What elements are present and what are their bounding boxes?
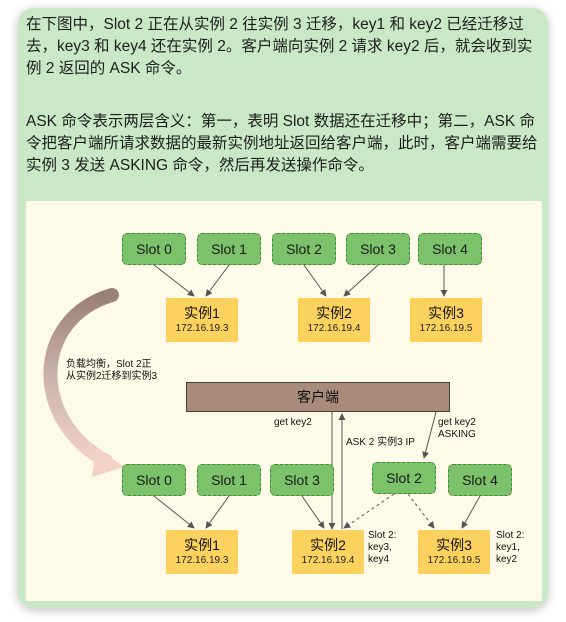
bottom-slot-3: Slot 3 bbox=[270, 464, 334, 496]
migration-note-line1: 负载均衡，Slot 2正 bbox=[66, 359, 152, 370]
ask-explanation-paragraph: ASK 命令表示两层含义：第一，表明 Slot 数据还在迁移中；第二，ASK 命… bbox=[26, 113, 538, 174]
bottom-slot-0: Slot 0 bbox=[122, 464, 186, 496]
instance2-slot2-note-line1: Slot 2: bbox=[368, 530, 397, 541]
instance2-slot2-note-line2: key3, bbox=[368, 542, 392, 553]
top-slot0-to-instance1 bbox=[153, 264, 195, 297]
instance-name: 实例3 bbox=[436, 537, 472, 553]
top-instance-1: 实例1 172.16.19.3 bbox=[166, 298, 238, 342]
content-card: 在下图中，Slot 2 正在从实例 2 往实例 3 迁移，key1 和 key2… bbox=[18, 8, 548, 608]
top-slot-0: Slot 0 bbox=[122, 233, 186, 265]
bottom-slot-4: Slot 4 bbox=[448, 464, 512, 496]
top-slot-2: Slot 2 bbox=[272, 233, 336, 265]
bottom-slot1-to-instance1 bbox=[205, 495, 230, 529]
bottom-slot-1: Slot 1 bbox=[197, 464, 261, 496]
migration-curve-arrow bbox=[43, 288, 119, 468]
asking-label-line1: get key2 bbox=[438, 417, 476, 428]
bottom-instance-1: 实例1 172.16.19.3 bbox=[166, 530, 238, 574]
instance-ip: 172.16.19.3 bbox=[175, 555, 229, 566]
top-slot-3: Slot 3 bbox=[346, 233, 410, 265]
instance-ip: 172.16.19.5 bbox=[419, 323, 473, 334]
connector-layer bbox=[43, 264, 481, 530]
instance3-slot2-note-line2: key1, bbox=[496, 542, 520, 553]
asking-label-line2: ASKING bbox=[438, 429, 476, 440]
top-instance-2: 实例2 172.16.19.4 bbox=[298, 298, 370, 342]
top-slot-1: Slot 1 bbox=[197, 233, 261, 265]
ask-reply-label: ASK 2 实例3 IP bbox=[346, 437, 415, 448]
instance-ip: 172.16.19.5 bbox=[427, 555, 481, 566]
top-slot2-to-instance2 bbox=[303, 264, 327, 297]
instance3-slot2-note-line3: key2 bbox=[496, 554, 518, 565]
intro-paragraph: 在下图中，Slot 2 正在从实例 2 往实例 3 迁移，key1 和 key2… bbox=[26, 16, 533, 77]
bottom-instance-2: 实例2 172.16.19.4 bbox=[292, 530, 364, 574]
instance-ip: 172.16.19.4 bbox=[307, 323, 361, 334]
instance-name: 实例3 bbox=[428, 305, 464, 321]
instance-ip: 172.16.19.3 bbox=[175, 323, 229, 334]
migration-note-line2: 从实例2迁移到实例3 bbox=[66, 371, 158, 382]
client-box: 客户端 bbox=[186, 382, 450, 412]
bottom-slot0-to-instance1 bbox=[153, 495, 195, 529]
instance-name: 实例1 bbox=[184, 305, 220, 321]
top-slot3-to-instance2 bbox=[343, 264, 379, 297]
instance2-slot2-note-line3: key4 bbox=[368, 554, 390, 565]
top-instance-3: 实例3 172.16.19.5 bbox=[410, 298, 482, 342]
asking-arrow bbox=[422, 411, 437, 459]
bottom-slot3-to-instance2 bbox=[301, 495, 325, 529]
instance3-slot2-note-line1: Slot 2: bbox=[496, 530, 525, 541]
bottom-instance-3: 实例3 172.16.19.5 bbox=[418, 530, 490, 574]
get-key2-label: get key2 bbox=[274, 417, 312, 428]
instance-name: 实例2 bbox=[316, 305, 352, 321]
top-slot1-to-instance1 bbox=[205, 264, 230, 297]
instance-name: 实例2 bbox=[310, 537, 346, 553]
top-slot-4: Slot 4 bbox=[418, 233, 482, 265]
migration-curve-head bbox=[92, 447, 124, 477]
bottom-slot2-to-instance3 bbox=[407, 493, 435, 529]
ask-redirect-diagram: Slot 0 Slot 1 Slot 2 Slot 3 Slot 4 实例1 1… bbox=[26, 201, 542, 601]
bottom-slot2-to-instance2 bbox=[343, 493, 395, 529]
bottom-slot-2-migrating: Slot 2 bbox=[372, 462, 436, 494]
instance-name: 实例1 bbox=[184, 537, 220, 553]
instance-ip: 172.16.19.4 bbox=[301, 555, 355, 566]
bottom-slot4-to-instance3 bbox=[461, 495, 481, 529]
